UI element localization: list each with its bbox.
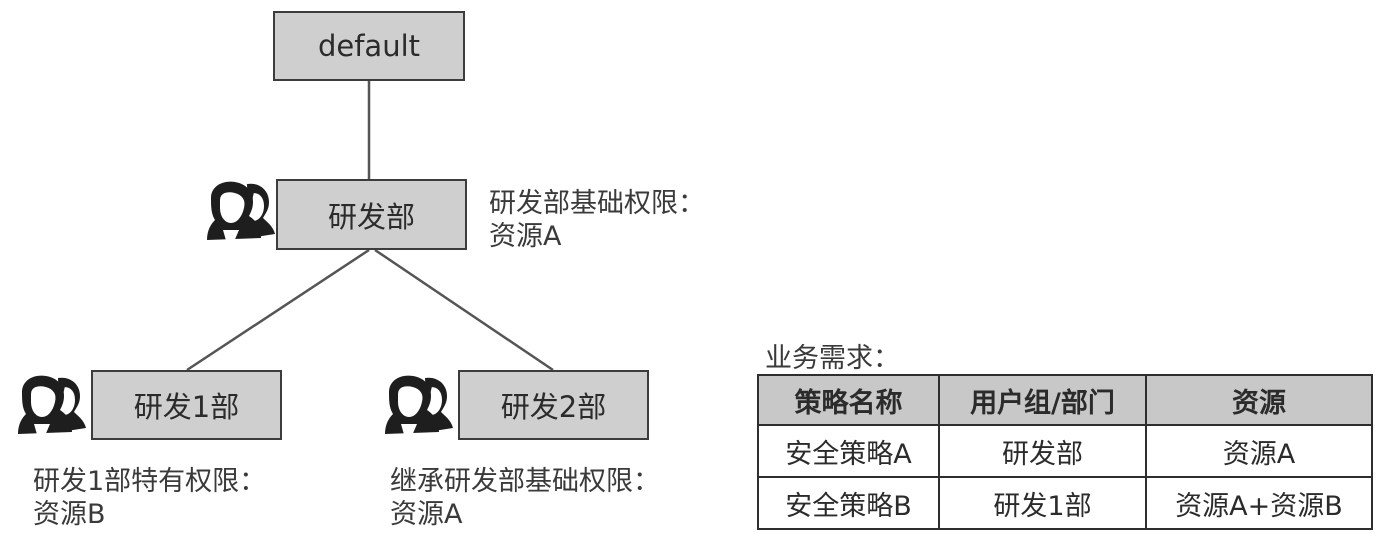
note-rd1-line1: 研发1部特有权限： [33, 466, 267, 497]
note-rd2-permission: 继承研发部基础权限： 资源A [390, 465, 660, 531]
users-icon [18, 375, 86, 438]
node-default: default [273, 11, 465, 81]
node-rd1-label: 研发1部 [133, 390, 240, 424]
header-resource: 资源 [1145, 374, 1373, 426]
note-rd-line2: 资源A [489, 221, 562, 252]
note-rd1-permission: 研发1部特有权限： 资源B [33, 465, 266, 531]
note-rd-permission: 研发部基础权限： 资源A [489, 187, 705, 253]
requirements-title: 业务需求： [765, 343, 900, 374]
note-rd1-line2: 资源B [33, 499, 106, 530]
cell-policy-name: 安全策略B [757, 476, 940, 530]
table-row: 安全策略A 研发部 资源A [757, 424, 1373, 478]
cell-user-group: 研发1部 [938, 476, 1147, 530]
node-rd-department: 研发部 [276, 179, 467, 250]
note-rd2-line2: 资源A [390, 499, 463, 530]
node-default-label: default [317, 29, 421, 63]
users-icon [385, 375, 453, 438]
table-header-row: 策略名称 用户组/部门 资源 [757, 374, 1373, 426]
connector-rd-rd2 [374, 248, 554, 372]
cell-user-group: 研发部 [938, 424, 1147, 478]
node-rd-label: 研发部 [327, 199, 415, 234]
note-rd-line1: 研发部基础权限： [489, 188, 705, 219]
header-policy-name: 策略名称 [757, 374, 940, 426]
connector-rd-rd1 [186, 248, 370, 372]
node-rd2-label: 研发2部 [500, 390, 607, 424]
cell-policy-name: 安全策略A [757, 424, 940, 478]
requirements-table: 策略名称 用户组/部门 资源 安全策略A 研发部 资源A 安全策略B 研发1部 … [757, 374, 1373, 530]
header-user-group: 用户组/部门 [938, 374, 1147, 426]
note-rd2-line1: 继承研发部基础权限： [390, 466, 660, 497]
table-row: 安全策略B 研发1部 资源A+资源B [757, 476, 1373, 530]
node-rd1-department: 研发1部 [91, 370, 282, 440]
cell-resource: 资源A [1145, 424, 1373, 478]
cell-resource: 资源A+资源B [1145, 476, 1373, 530]
node-rd2-department: 研发2部 [458, 370, 649, 440]
users-icon [207, 181, 275, 244]
